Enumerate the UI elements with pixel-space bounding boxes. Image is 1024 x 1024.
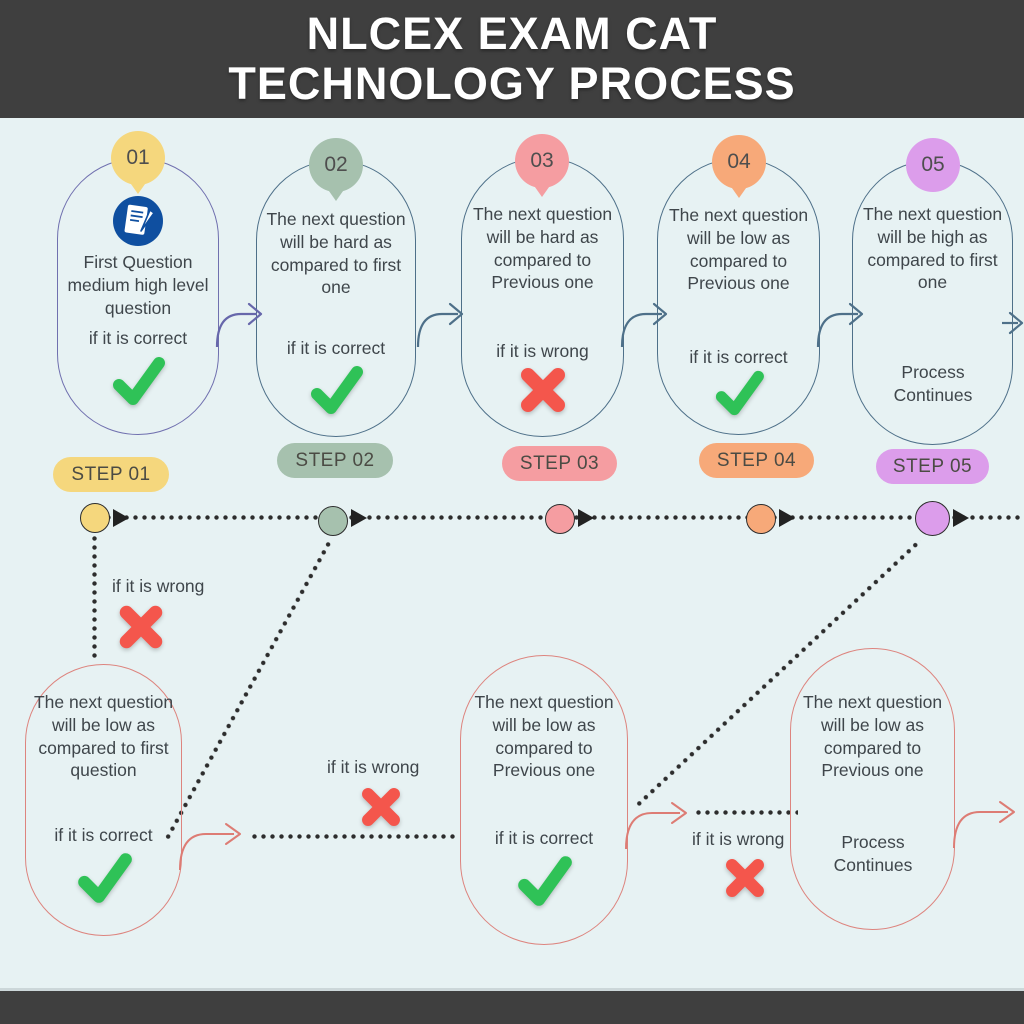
step-condition: if it is correct <box>494 828 594 848</box>
step-03-label-pill: STEP 03 <box>502 446 617 481</box>
step-condition: if it is correct <box>286 338 386 358</box>
checkmark-icon <box>658 369 819 417</box>
pill-label: STEP 02 <box>295 449 375 471</box>
branch-label-bottom1-wrong: if it is wrong <box>327 757 420 777</box>
timeline-node-step1 <box>80 503 110 533</box>
step-condition: if it is correct <box>88 328 188 348</box>
cross-icon <box>356 784 406 835</box>
pill-label: STEP 05 <box>892 455 973 477</box>
step-04-badge: 04 <box>712 135 766 198</box>
exam-paper-icon <box>58 195 218 247</box>
title-bar: NLCEX EXAM CAT TECHNOLOGY PROCESS <box>0 0 1024 118</box>
branch-label-bottom2-wrong: if it is wrong <box>692 829 785 849</box>
badge-number: 05 <box>921 153 945 176</box>
step-condition: Process Continues <box>893 362 973 405</box>
arrow-step3-to-step4 <box>620 302 668 347</box>
arrow-step5-exit <box>1002 311 1024 335</box>
timeline-arrow-step2 <box>351 509 367 527</box>
title-line-2: TECHNOLOGY PROCESS <box>228 58 796 109</box>
cross-icon <box>720 855 770 906</box>
arrow-bottom1-exit <box>179 823 241 870</box>
timeline-arrow-step3 <box>578 509 594 527</box>
step-05-badge: 05 <box>906 138 960 192</box>
branch-label-step1-wrong: if it is wrong <box>112 576 205 596</box>
step-description: The next question will be low as compare… <box>474 692 614 781</box>
checkmark-icon <box>257 364 415 416</box>
checkmark-icon <box>26 851 181 905</box>
checkmark-icon <box>461 854 627 908</box>
step-02-label-pill: STEP 02 <box>277 443 393 478</box>
bottom-capsule-3: The next question will be low as compare… <box>790 648 955 930</box>
badge-number: 02 <box>324 153 348 176</box>
step-02-badge: 02 <box>309 138 363 201</box>
step-05-label-pill: STEP 05 <box>876 449 989 484</box>
timeline-node-step2 <box>318 506 348 536</box>
step-description: First Question medium high level questio… <box>67 252 209 318</box>
cross-icon <box>462 364 623 416</box>
step-03-capsule: The next question will be hard as compar… <box>461 157 624 437</box>
pill-label: STEP 04 <box>716 449 797 471</box>
timeline-node-step4 <box>746 504 776 534</box>
arrow-bottom3-exit <box>953 801 1015 848</box>
step-04-label-pill: STEP 04 <box>699 443 814 478</box>
step-04-capsule: The next question will be low as compare… <box>657 158 820 435</box>
title-line-1: NLCEX EXAM CAT <box>306 8 718 59</box>
arrow-step2-to-step3 <box>416 302 464 347</box>
checkmark-icon <box>58 355 218 407</box>
timeline-node-step5 <box>915 501 950 536</box>
page-title: NLCEX EXAM CAT TECHNOLOGY PROCESS <box>228 9 795 109</box>
step-description: The next question will be low as compare… <box>33 692 174 781</box>
bottom-capsule-1: The next question will be low as compare… <box>25 664 182 936</box>
badge-number: 01 <box>126 146 150 169</box>
bottom-capsule-2: The next question will be low as compare… <box>460 655 628 945</box>
footer-bar <box>0 988 1024 1024</box>
dotted-line-bottom1-to-bottom2 <box>250 834 458 839</box>
timeline-arrow-step1 <box>113 509 129 527</box>
step-description: The next question will be low as compare… <box>668 205 809 294</box>
vertical-dotted-line-step1-wrong <box>92 534 97 660</box>
timeline-arrow-step5 <box>953 509 969 527</box>
step-condition: Process Continues <box>833 832 913 875</box>
cross-icon <box>113 601 169 658</box>
step-05-capsule: The next question will be high as compar… <box>852 160 1013 445</box>
badge-number: 03 <box>530 149 554 172</box>
timeline-node-step3 <box>545 504 575 534</box>
arrow-step1-to-step2 <box>215 302 263 347</box>
step-02-capsule: The next question will be hard as compar… <box>256 160 416 437</box>
step-01-badge: 01 <box>111 131 165 194</box>
pill-label: STEP 01 <box>71 463 151 485</box>
arrow-step4-to-step5 <box>816 302 864 347</box>
step-description: The next question will be high as compar… <box>862 204 1003 293</box>
timeline-arrow-step4 <box>779 509 795 527</box>
badge-number: 04 <box>727 150 751 173</box>
dotted-line-bottom2-to-bottom3 <box>694 810 798 815</box>
step-description: The next question will be hard as compar… <box>266 209 406 298</box>
step-01-label-pill: STEP 01 <box>53 457 169 492</box>
step-03-badge: 03 <box>515 134 569 197</box>
step-condition: if it is correct <box>689 347 788 367</box>
step-description: The next question will be hard as compar… <box>472 204 613 293</box>
pill-label: STEP 03 <box>519 452 600 474</box>
arrow-bottom2-exit <box>625 802 687 849</box>
step-condition: if it is wrong <box>496 341 589 361</box>
step-description: The next question will be low as compare… <box>802 692 943 781</box>
step-01-capsule: First Question medium high level questio… <box>57 158 219 435</box>
step-condition: if it is correct <box>54 825 153 845</box>
